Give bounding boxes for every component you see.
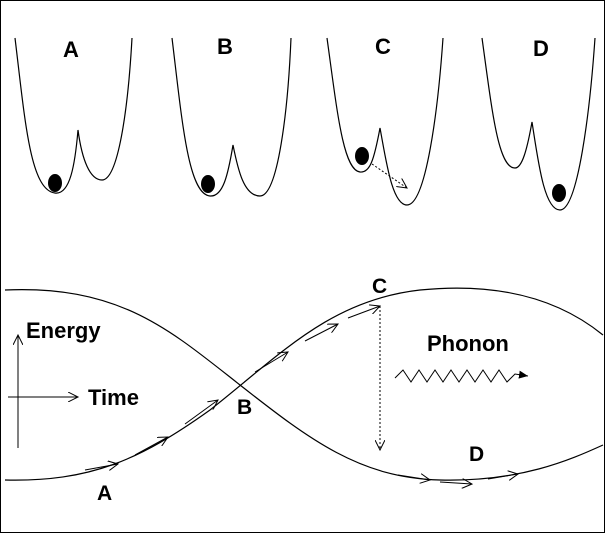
double-well-a [14, 37, 133, 194]
point-label-b: B [237, 396, 253, 419]
particle-c [355, 147, 369, 165]
particle-b [201, 175, 215, 193]
double-well-b [171, 37, 292, 197]
particle-d [552, 184, 566, 202]
point-label-a: A [97, 482, 113, 505]
point-label-c: C [372, 275, 388, 298]
phonon-label: Phonon [427, 331, 509, 356]
time-axis-label: Time [88, 385, 139, 410]
well-label-a: A [63, 37, 79, 62]
double-well-d [481, 37, 596, 211]
well-label-d: D [533, 36, 549, 61]
phonon-wave [394, 369, 529, 383]
energy-axis-label: Energy [26, 318, 101, 343]
upper-energy-curve [4, 289, 604, 481]
adiabatic-path-arrows [84, 306, 518, 484]
double-well-c [326, 37, 444, 206]
point-label-d: D [469, 443, 485, 466]
tunneling-path-c [371, 163, 407, 188]
well-label-b: B [217, 34, 233, 59]
well-label-c: C [375, 34, 391, 59]
particle-a [48, 174, 62, 192]
